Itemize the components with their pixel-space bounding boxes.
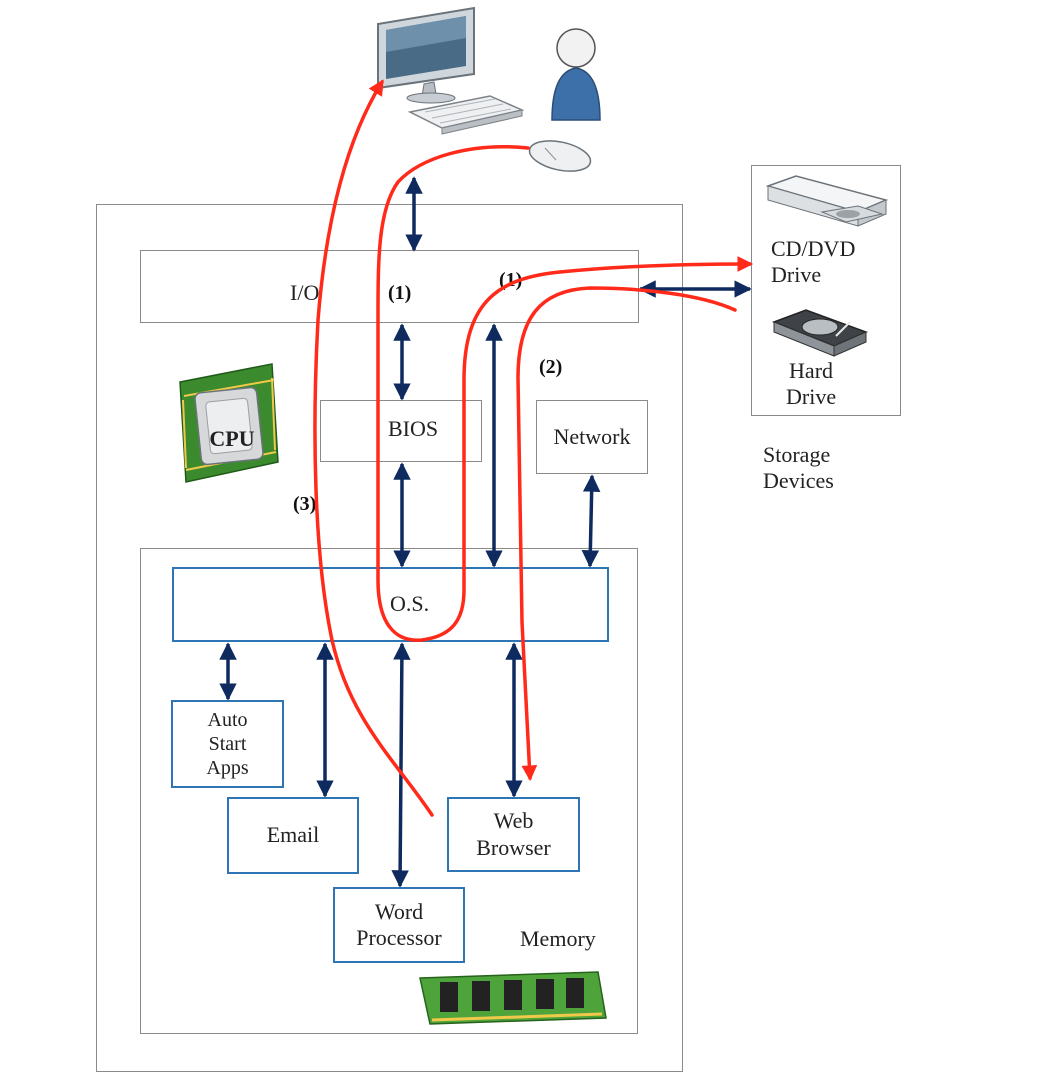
word-processor-box: Word Processor bbox=[333, 887, 465, 963]
io-label: I/O bbox=[290, 280, 320, 305]
cd-dvd-drive-icon bbox=[765, 175, 889, 227]
hard-drive-line1: Hard bbox=[789, 358, 834, 383]
memory-label: Memory bbox=[520, 926, 596, 951]
auto-start-line1: Auto bbox=[207, 709, 248, 731]
hard-drive-line2: Drive bbox=[786, 384, 837, 410]
path-storage-to-browser bbox=[516, 286, 737, 782]
path-boot-to-storage bbox=[376, 145, 754, 642]
storage-caption-line2: Devices bbox=[763, 468, 834, 494]
bus-arrows bbox=[219, 176, 752, 888]
monitor-icon bbox=[377, 6, 475, 104]
path-apps-to-monitor bbox=[313, 79, 434, 817]
cd-dvd-line1: CD/DVD bbox=[771, 236, 856, 261]
arrow-network-os bbox=[581, 474, 601, 568]
cd-dvd-label: CD/DVD Drive bbox=[771, 236, 855, 289]
email-box: Email bbox=[227, 797, 359, 874]
hard-drive-label: Hard Drive bbox=[786, 358, 836, 411]
web-browser-line2: Browser bbox=[476, 834, 551, 860]
cd-dvd-line2: Drive bbox=[771, 262, 822, 288]
os-box bbox=[172, 567, 609, 642]
computer-box bbox=[96, 204, 683, 1072]
auto-start-line2: Start bbox=[208, 733, 247, 755]
storage-caption-line1: Storage bbox=[763, 442, 831, 467]
step-2: (2) bbox=[539, 356, 563, 378]
user-icon bbox=[551, 28, 601, 121]
email-label: Email bbox=[266, 822, 320, 848]
os-label: O.S. bbox=[390, 591, 430, 616]
bios-label: BIOS bbox=[388, 416, 439, 441]
keyboard-icon bbox=[407, 95, 525, 135]
step-1-bios: (1) bbox=[388, 282, 412, 304]
network-label: Network bbox=[553, 423, 631, 449]
auto-start-line3: Apps bbox=[206, 757, 249, 779]
hard-drive-icon bbox=[771, 309, 869, 357]
memory-module-icon bbox=[419, 971, 607, 1025]
word-processor-line2: Processor bbox=[356, 925, 442, 950]
auto-start-apps-box: Auto Start Apps bbox=[171, 700, 284, 788]
web-browser-box: Web Browser bbox=[447, 797, 580, 872]
word-processor-line1: Word bbox=[374, 898, 424, 924]
web-browser-line1: Web bbox=[493, 808, 534, 834]
storage-caption: Storage Devices bbox=[763, 442, 834, 495]
memory-box bbox=[140, 548, 638, 1034]
mouse-icon bbox=[528, 140, 592, 172]
network-box: Network bbox=[536, 400, 648, 474]
step-3: (3) bbox=[293, 493, 317, 515]
cpu-chip-icon bbox=[179, 363, 279, 483]
flow-paths bbox=[313, 79, 754, 817]
arrow-os-word bbox=[391, 642, 411, 888]
cpu-label: CPU bbox=[209, 426, 254, 451]
